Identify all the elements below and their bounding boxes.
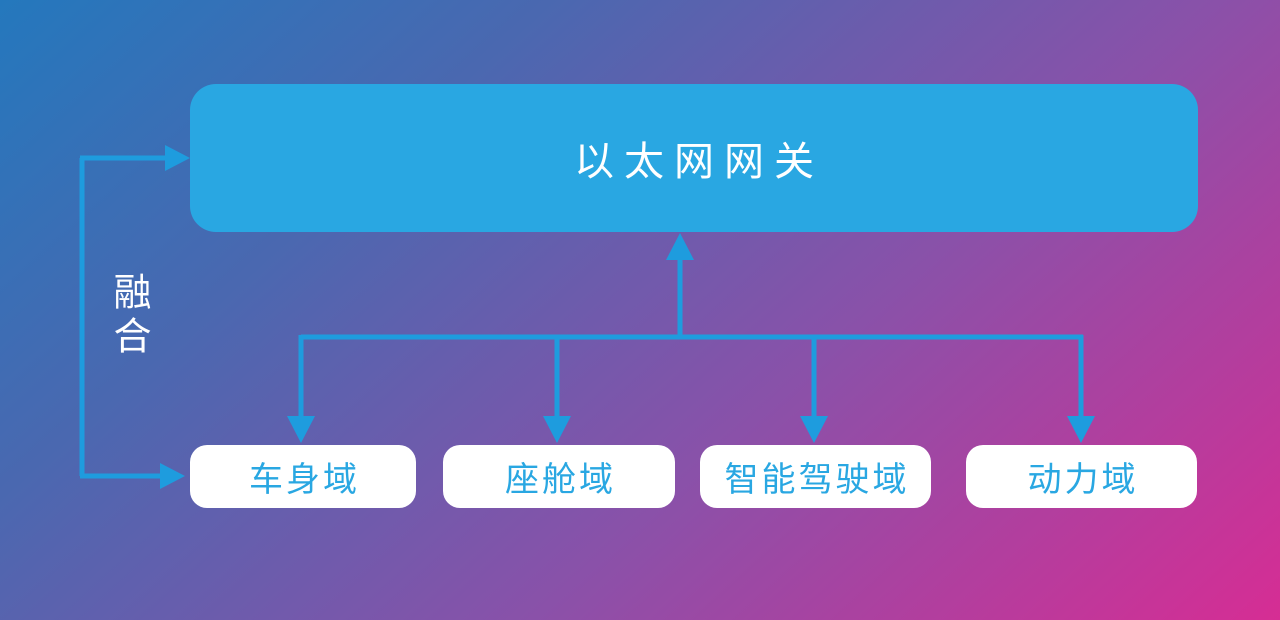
arrowhead-right-bottom [160, 463, 185, 489]
power-domain-node: 动力域 [966, 445, 1197, 508]
arrowhead-down-power [1067, 416, 1095, 443]
ethernet-gateway-label: 以太网网关 [574, 140, 824, 184]
arrowhead-down-cockpit [543, 416, 571, 443]
arrowhead-down-driving [800, 416, 828, 443]
intelligent-driving-domain-node: 智能驾驶域 [700, 445, 931, 508]
fusion-label: 融合 [107, 272, 149, 360]
power-domain-label: 动力域 [1027, 461, 1139, 499]
arrowhead-right-top [165, 145, 190, 171]
cockpit-domain-label: 座舱域 [505, 461, 616, 499]
cockpit-domain-node: 座舱域 [443, 445, 675, 508]
arrowhead-down-body [287, 416, 315, 443]
body-domain-label: 车身域 [249, 461, 360, 499]
body-domain-node: 车身域 [190, 445, 416, 508]
arrowhead-up-gateway [666, 233, 694, 260]
ethernet-gateway-node: 以太网网关 [190, 84, 1198, 232]
intelligent-driving-domain-label: 智能驾驶域 [724, 461, 910, 499]
